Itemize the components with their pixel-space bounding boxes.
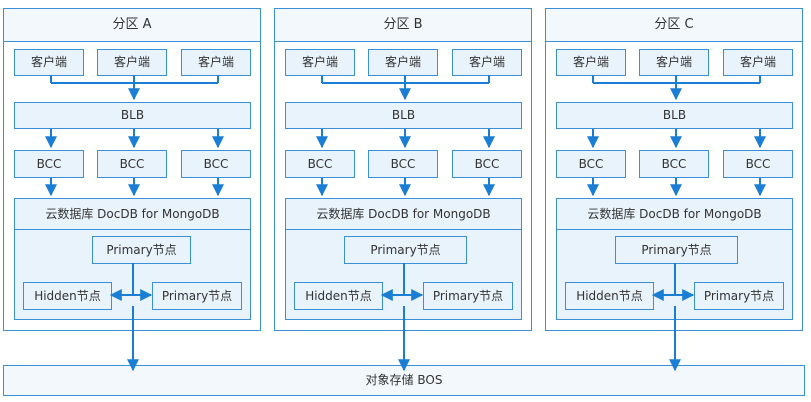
client-box: 客户端	[181, 49, 251, 76]
bcc-box: BCC	[639, 150, 709, 178]
client-box: 客户端	[723, 49, 793, 76]
blb-box: BLB	[556, 102, 793, 129]
blb-box: BLB	[285, 102, 522, 129]
zone-a: 分区 A 客户端 客户端 客户端 BLB BCC BCC BCC 云数据库 Do…	[3, 8, 261, 331]
bcc-box: BCC	[556, 150, 626, 178]
primary-node: Primary节点	[344, 236, 467, 264]
secondary-primary-node: Primary节点	[694, 282, 784, 310]
zone-b: 分区 B 客户端 客户端 客户端 BLB BCC BCC BCC 云数据库 Do…	[274, 8, 532, 331]
client-box: 客户端	[14, 49, 84, 76]
bcc-box: BCC	[452, 150, 522, 178]
blb-box: BLB	[14, 102, 251, 129]
client-box: 客户端	[285, 49, 355, 76]
hidden-node: Hidden节点	[294, 282, 383, 310]
client-box: 客户端	[452, 49, 522, 76]
bcc-box: BCC	[97, 150, 167, 178]
zone-title: 分区 A	[4, 9, 260, 42]
bcc-box: BCC	[285, 150, 355, 178]
hidden-node: Hidden节点	[23, 282, 112, 310]
secondary-primary-node: Primary节点	[423, 282, 513, 310]
docdb-cluster: 云数据库 DocDB for MongoDB Primary节点 Hidden节…	[14, 198, 251, 320]
zone-title: 分区 B	[275, 9, 531, 42]
primary-node: Primary节点	[615, 236, 738, 264]
bcc-box: BCC	[368, 150, 438, 178]
secondary-primary-node: Primary节点	[152, 282, 242, 310]
primary-node: Primary节点	[92, 236, 191, 264]
zone-title: 分区 C	[546, 9, 802, 42]
docdb-cluster: 云数据库 DocDB for MongoDB Primary节点 Hidden节…	[285, 198, 522, 320]
client-box: 客户端	[97, 49, 167, 76]
client-box: 客户端	[639, 49, 709, 76]
bcc-box: BCC	[723, 150, 793, 178]
client-box: 客户端	[368, 49, 438, 76]
docdb-title: 云数据库 DocDB for MongoDB	[557, 199, 792, 230]
docdb-cluster: 云数据库 DocDB for MongoDB Primary节点 Hidden节…	[556, 198, 793, 320]
bcc-box: BCC	[181, 150, 251, 178]
client-box: 客户端	[556, 49, 626, 76]
docdb-title: 云数据库 DocDB for MongoDB	[15, 199, 250, 230]
docdb-title: 云数据库 DocDB for MongoDB	[286, 199, 521, 230]
hidden-node: Hidden节点	[565, 282, 654, 310]
bcc-box: BCC	[14, 150, 84, 178]
